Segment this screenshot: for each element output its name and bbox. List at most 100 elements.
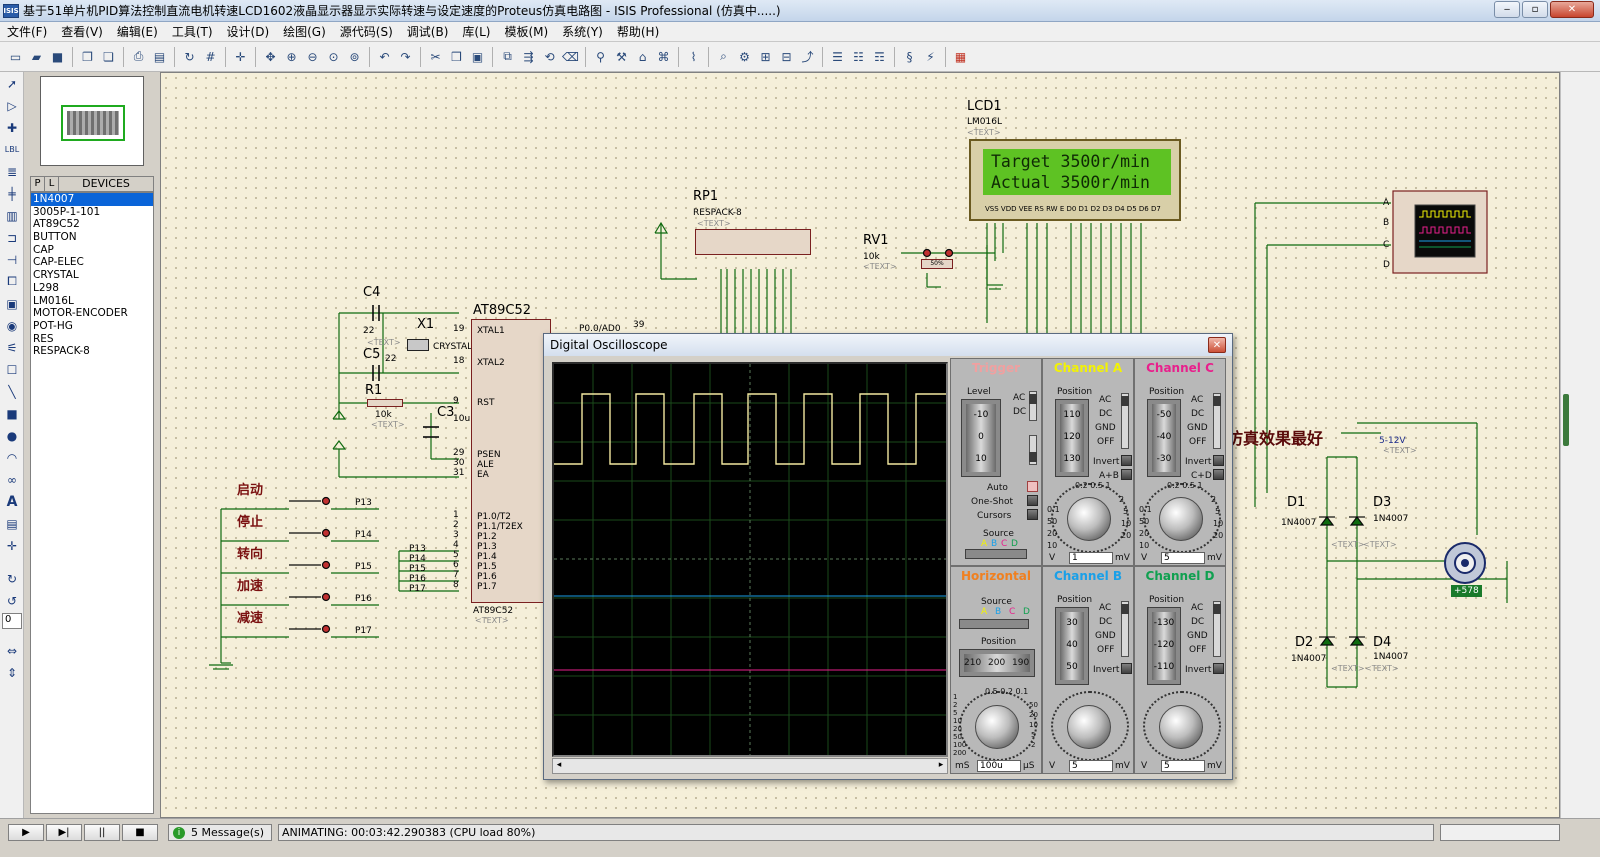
trigger-edge-switch[interactable]	[1029, 435, 1037, 465]
copy-icon[interactable]: ❒	[451, 49, 462, 64]
mirror-vertical-icon[interactable]: ⇕	[6, 665, 18, 680]
device-list-item[interactable]: RES	[33, 332, 54, 345]
trigger-level-slider[interactable]: -10 0 10	[961, 399, 1001, 477]
device-list-item[interactable]: CAP	[33, 243, 54, 256]
menu-edit[interactable]: 编辑(E)	[116, 25, 158, 39]
rotation-angle-field[interactable]: 0	[2, 613, 22, 629]
decompose-icon[interactable]: ⌘	[657, 49, 670, 64]
voltage-probe-icon[interactable]: ⚟	[6, 340, 18, 355]
resistor-r1[interactable]	[367, 399, 403, 407]
channel-a-combo-button[interactable]	[1121, 469, 1132, 480]
channel-d-coupling-switch[interactable]	[1213, 601, 1221, 657]
text-script-icon[interactable]: ≣	[6, 164, 18, 179]
menu-graph[interactable]: 绘图(G)	[283, 25, 326, 39]
device-list-item[interactable]: AT89C52	[33, 218, 80, 231]
zoom-in-icon[interactable]: ⊕	[286, 49, 297, 64]
graph-icon[interactable]: ⧠	[7, 274, 17, 288]
menu-source[interactable]: 源代码(S)	[339, 25, 393, 39]
refresh-icon[interactable]: ↻	[184, 49, 195, 64]
print-area-icon[interactable]: ▤	[153, 49, 166, 64]
arc-tool-icon[interactable]: ◠	[6, 450, 18, 465]
pick-device-tab[interactable]: P	[31, 177, 45, 191]
mirror-horizontal-icon[interactable]: ⇔	[6, 643, 18, 658]
box-tool-icon[interactable]: ■	[6, 406, 18, 421]
component-mode-icon[interactable]: ▷	[7, 98, 17, 113]
device-list-item[interactable]: 3005P-1-101	[33, 205, 101, 218]
virtual-instrument-icon[interactable]: ☐	[6, 362, 18, 377]
scroll-left-icon[interactable]: ◂	[556, 760, 562, 770]
oscilloscope-screen[interactable]	[552, 362, 948, 757]
new-file-icon[interactable]: ▭	[9, 49, 22, 64]
oscilloscope-title-bar[interactable]: Digital Oscilloscope ✕	[544, 334, 1232, 356]
make-device-icon[interactable]: ⚒	[616, 49, 627, 64]
channel-b-volts-field[interactable]: 5	[1069, 760, 1113, 772]
channel-d-volts-field[interactable]: 5	[1161, 760, 1205, 772]
path-tool-icon[interactable]: ∞	[7, 472, 17, 487]
property-tool-icon[interactable]: ⚙	[739, 49, 750, 64]
junction-dot-icon[interactable]: ✚	[6, 120, 18, 135]
lcd1602-display[interactable]: Target 3500r/min Actual 3500r/min VSS VD…	[969, 139, 1181, 221]
horizontal-position-slider[interactable]: 210 200 190	[959, 649, 1035, 677]
save-icon[interactable]: ■	[51, 49, 64, 64]
trigger-source-slider[interactable]	[965, 549, 1027, 559]
search-icon[interactable]: ⌕	[720, 49, 727, 63]
channel-b-coupling-switch[interactable]	[1121, 601, 1129, 657]
remove-sheet-icon[interactable]: ⊟	[781, 49, 792, 64]
step-button[interactable]: ▶|	[46, 824, 82, 841]
menu-system[interactable]: 系统(Y)	[562, 25, 603, 39]
import-icon[interactable]: ❐	[82, 49, 93, 64]
device-list-item[interactable]: L298	[33, 281, 59, 294]
cut-icon[interactable]: ✂	[430, 49, 441, 64]
message-indicator[interactable]: i 5 Message(s)	[168, 824, 272, 841]
channel-b-volts-knob[interactable]	[1067, 705, 1111, 749]
block-rotate-icon[interactable]: ⟲	[544, 49, 555, 64]
trigger-oneshot-button[interactable]	[1027, 495, 1038, 506]
undo-icon[interactable]: ↶	[379, 49, 390, 64]
scrollbar-thumb[interactable]	[1563, 394, 1569, 446]
block-copy-icon[interactable]: ⧉	[503, 49, 512, 63]
zoom-all-icon[interactable]: ⊙	[328, 49, 339, 64]
menu-file[interactable]: 文件(F)	[7, 25, 48, 39]
menu-view[interactable]: 查看(V)	[61, 25, 103, 39]
channel-d-position-slider[interactable]: -130 -120 -110	[1147, 607, 1181, 685]
zoom-area-icon[interactable]: ⊚	[349, 49, 360, 64]
oscilloscope-close-button[interactable]: ✕	[1208, 337, 1226, 353]
menu-tools[interactable]: 工具(T)	[171, 25, 213, 39]
erc-report-icon[interactable]: ☷	[853, 49, 864, 64]
open-folder-icon[interactable]: ▰	[31, 49, 42, 64]
device-list-item[interactable]: LM016L	[33, 294, 74, 307]
menu-library[interactable]: 库(L)	[462, 25, 491, 39]
exit-to-parent-icon[interactable]: ⤴	[801, 50, 814, 64]
menu-help[interactable]: 帮助(H)	[616, 25, 660, 39]
channel-b-invert-button[interactable]	[1121, 663, 1132, 674]
pick-device-icon[interactable]: ⚲	[596, 49, 605, 64]
trigger-cursors-button[interactable]	[1027, 509, 1038, 520]
netlist-icon[interactable]: ☶	[874, 49, 885, 64]
overview-viewport-box[interactable]	[61, 105, 125, 141]
redo-icon[interactable]: ↷	[400, 49, 411, 64]
oscilloscope-horizontal-scrollbar[interactable]: ◂ ▸	[552, 758, 948, 774]
horizontal-source-slider[interactable]	[959, 619, 1029, 629]
print-icon[interactable]: ⎙	[133, 49, 144, 63]
build-icon[interactable]: ⚡	[926, 49, 935, 64]
zoom-out-icon[interactable]: ⊖	[307, 49, 318, 64]
menu-debug[interactable]: 调试(B)	[406, 25, 449, 39]
minimize-button[interactable]: ‒	[1494, 1, 1520, 18]
device-list-item[interactable]: CRYSTAL	[33, 269, 79, 282]
pan-icon[interactable]: ✥	[265, 49, 276, 64]
horizontal-timebase-knob[interactable]	[975, 705, 1019, 749]
line-tool-icon[interactable]: ╲	[8, 384, 16, 399]
digital-oscilloscope-window[interactable]: Digital Oscilloscope ✕ ◂	[543, 333, 1233, 780]
library-tab[interactable]: L	[45, 177, 59, 191]
menu-design[interactable]: 设计(D)	[226, 25, 270, 39]
symbol-tool-icon[interactable]: ▤	[6, 516, 18, 531]
pause-button[interactable]: ||	[84, 824, 120, 841]
device-list-item[interactable]: MOTOR-ENCODER	[33, 307, 128, 320]
subcircuit-icon[interactable]: ▥	[6, 208, 18, 223]
restore-button[interactable]: ▫	[1522, 1, 1548, 18]
play-button[interactable]: ▶	[8, 824, 44, 841]
respack-8-resistor-array[interactable]	[695, 229, 811, 255]
package-tool-icon[interactable]: ⌂	[638, 49, 647, 64]
potentiometer-rv1[interactable]: 50%	[921, 259, 953, 269]
new-sheet-icon[interactable]: ⊞	[760, 49, 771, 64]
